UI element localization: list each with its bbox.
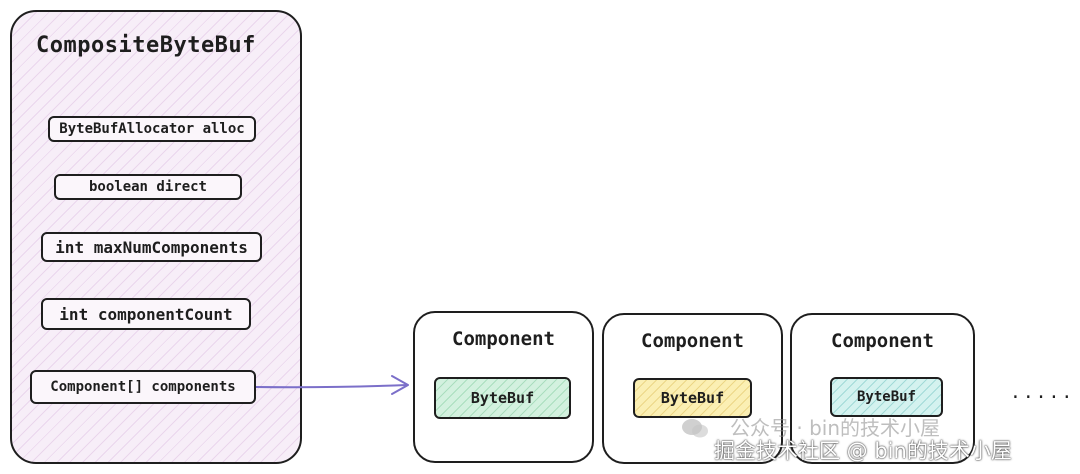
watermark-line-2: 掘金技术社区 @ bin的技术小屋 bbox=[714, 439, 1012, 463]
bytebuf-box-1: ByteBuf bbox=[434, 377, 571, 419]
component-box-2: Component ByteBuf bbox=[602, 313, 783, 464]
bytebuf-box-2: ByteBuf bbox=[633, 378, 752, 418]
watermark-line-1: 公众号 · bin的技术小屋 bbox=[730, 416, 940, 440]
component-title-3: Component bbox=[831, 330, 934, 352]
wechat-logo-icon bbox=[682, 419, 708, 438]
field-max-num-components: int maxNumComponents bbox=[41, 232, 262, 262]
field-direct: boolean direct bbox=[54, 174, 242, 200]
field-component-count: int componentCount bbox=[41, 298, 251, 330]
field-alloc: ByteBufAllocator alloc bbox=[48, 116, 256, 142]
component-box-3: Component ByteBuf bbox=[790, 313, 975, 464]
watermark: 公众号 · bin的技术小屋 掘金技术社区 @ bin的技术小屋 bbox=[680, 412, 1075, 468]
component-title-2: Component bbox=[641, 330, 744, 352]
composite-bytebuf-title: CompositeByteBuf bbox=[36, 33, 256, 58]
component-box-1: Component ByteBuf bbox=[413, 311, 594, 463]
bytebuf-box-3: ByteBuf bbox=[830, 377, 943, 417]
more-components-ellipsis: ..... bbox=[1010, 382, 1075, 403]
field-components-array: Component[] components bbox=[30, 370, 256, 404]
component-title-1: Component bbox=[452, 328, 555, 350]
